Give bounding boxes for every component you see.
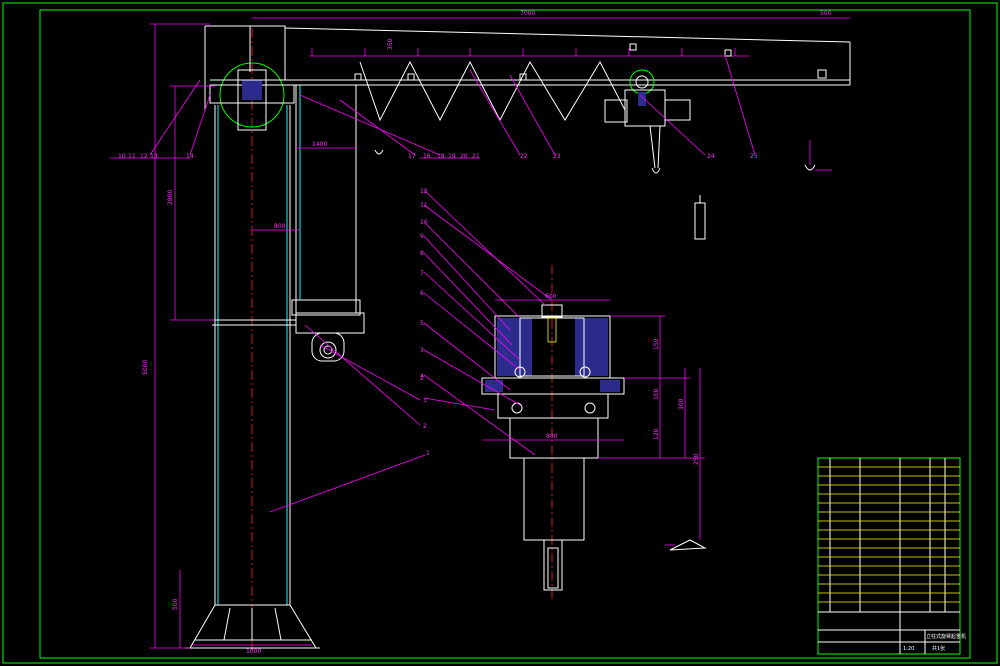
svg-text:19: 19	[448, 153, 456, 160]
svg-text:24: 24	[707, 153, 715, 160]
main-dimensions	[150, 17, 850, 649]
svg-text:23: 23	[553, 153, 561, 160]
svg-text:3: 3	[423, 397, 427, 404]
svg-text:10: 10	[420, 219, 428, 226]
svg-text:12: 12	[420, 188, 428, 195]
svg-text:1000: 1000	[246, 648, 261, 655]
roughness-symbol	[665, 539, 707, 551]
sheet-label: 共1张	[932, 645, 945, 652]
rotating-sleeve	[291, 84, 365, 362]
drawing-title: 立柱式旋臂起重机	[926, 633, 966, 640]
svg-text:11: 11	[420, 202, 428, 209]
title-block: 立柱式旋臂起重机 1:20 共1张	[817, 457, 966, 655]
svg-text:14: 14	[186, 153, 194, 160]
svg-text:1: 1	[426, 450, 430, 457]
svg-text:4: 4	[420, 373, 424, 380]
svg-text:1400: 1400	[312, 141, 327, 148]
svg-text:25: 25	[750, 153, 758, 160]
svg-text:9: 9	[420, 233, 424, 240]
bearing-dimensions	[423, 189, 705, 540]
svg-text:2: 2	[420, 375, 424, 382]
svg-text:21: 21	[472, 153, 480, 160]
svg-text:300: 300	[678, 398, 685, 410]
scale-label: 1:20	[903, 646, 914, 652]
svg-text:7: 7	[420, 270, 424, 277]
svg-text:22: 22	[520, 153, 528, 160]
svg-text:13: 13	[150, 153, 158, 160]
svg-text:600: 600	[545, 293, 557, 300]
svg-text:11: 11	[128, 153, 136, 160]
svg-text:18: 18	[437, 153, 445, 160]
bearing-detail	[481, 265, 625, 600]
svg-text:800: 800	[274, 223, 286, 230]
jib-arm	[204, 25, 851, 122]
svg-text:100: 100	[653, 388, 660, 400]
pillar-base	[185, 604, 320, 649]
upper-bearing	[209, 62, 295, 131]
svg-text:350: 350	[387, 38, 394, 50]
leader-lines	[110, 54, 756, 513]
electric-hoist	[604, 69, 691, 174]
svg-text:7000: 7000	[520, 10, 535, 17]
svg-text:16: 16	[423, 153, 431, 160]
svg-text:17: 17	[408, 153, 416, 160]
svg-text:5: 5	[420, 320, 424, 327]
svg-text:500: 500	[172, 598, 179, 610]
main-callouts: 1 2 3 10 11 12 13 14 17 16 18 19 20 21 2…	[118, 153, 758, 457]
pillar-column	[212, 28, 296, 652]
bearing-callouts: 2 3 4 5 6 7 8 9 10 11 12 600 800 150 300…	[420, 188, 700, 465]
svg-text:20: 20	[460, 153, 468, 160]
hooks-and-pendant	[374, 140, 832, 240]
svg-text:800: 800	[546, 433, 558, 440]
svg-text:12: 12	[140, 153, 148, 160]
svg-text:6: 6	[420, 290, 424, 297]
svg-text:10: 10	[118, 153, 126, 160]
svg-text:120: 120	[653, 428, 660, 440]
main-dimension-texts: 7000 500 5000 2800 500 1000 1400 800 350	[142, 10, 832, 655]
svg-text:150: 150	[653, 338, 660, 350]
svg-text:8: 8	[420, 250, 424, 257]
svg-text:5000: 5000	[142, 360, 149, 375]
svg-text:2800: 2800	[167, 190, 174, 205]
svg-text:250: 250	[693, 453, 700, 465]
svg-text:3: 3	[420, 347, 424, 354]
svg-text:2: 2	[423, 423, 427, 430]
svg-text:500: 500	[820, 10, 832, 17]
